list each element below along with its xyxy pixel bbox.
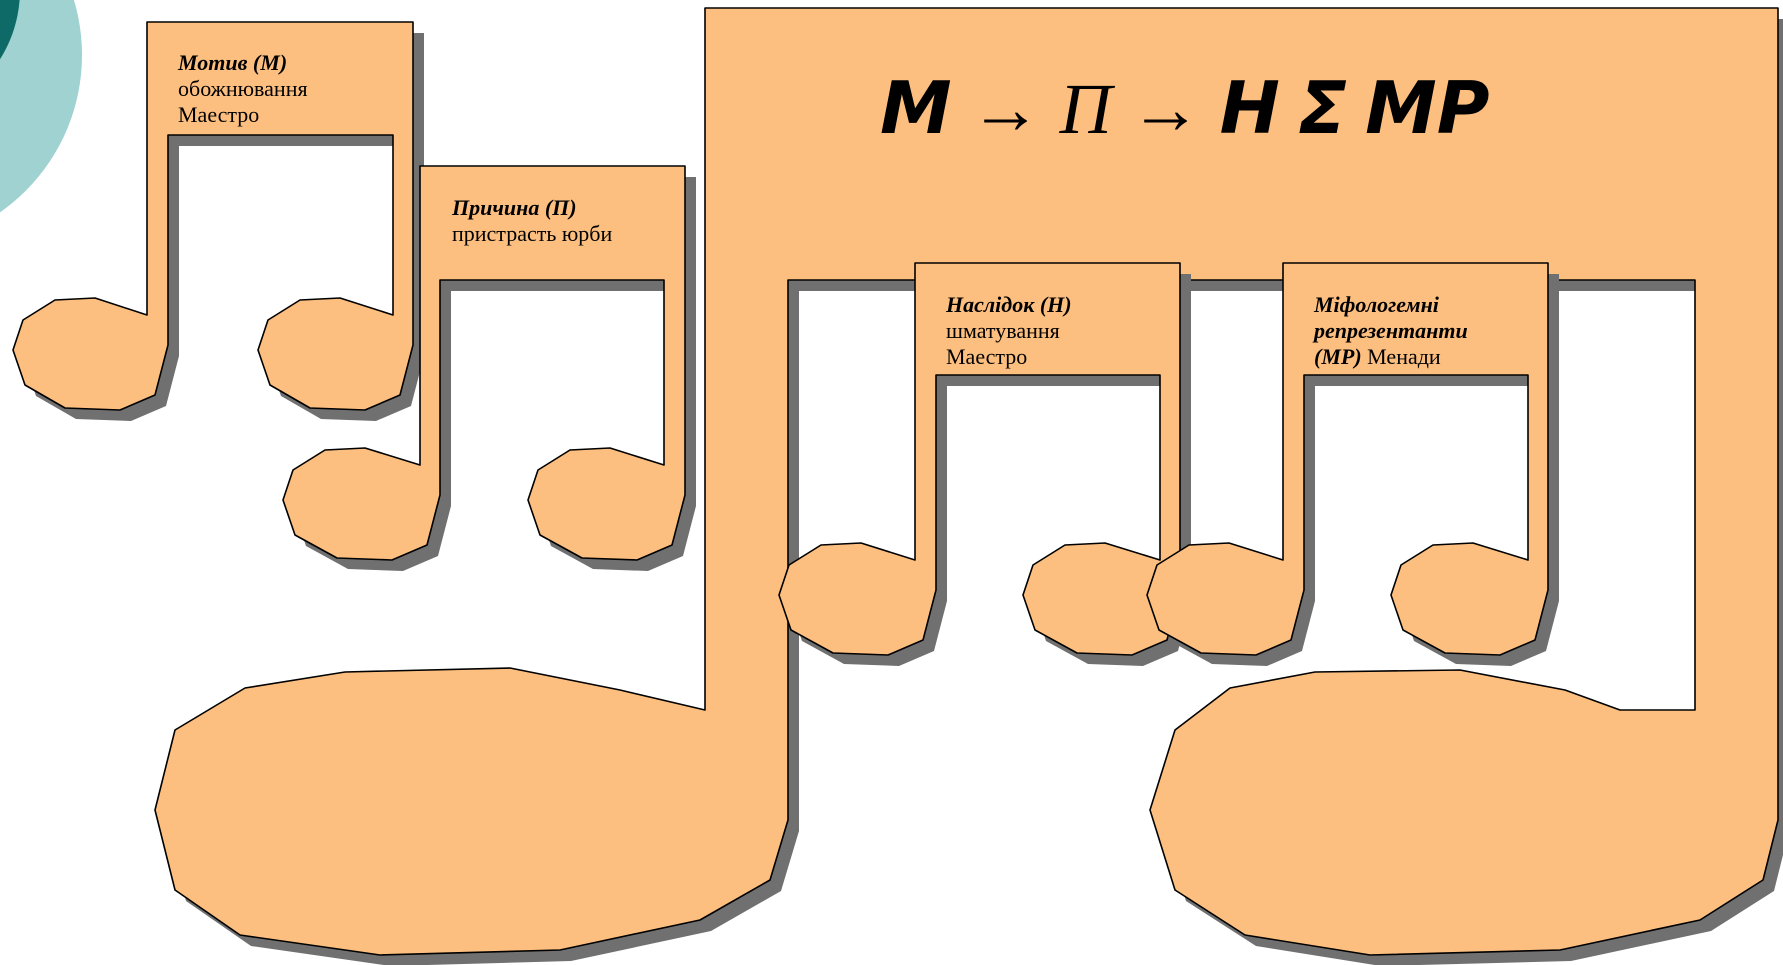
note-motive [12, 21, 424, 421]
label-cause: Причина (П) пристрасть юрби [452, 195, 672, 247]
formula: M → П → H Σ MP [880, 58, 1600, 158]
label-motive-name: Мотив (М) [178, 50, 288, 75]
formula-mp: MP [1365, 66, 1490, 150]
label-mythologem-name: Міфологемні репрезентанти (МР) [1314, 292, 1468, 369]
label-consequence: Наслідок (Н) шматування Маестро [946, 292, 1146, 370]
formula-h: H [1219, 66, 1280, 150]
corner-arc-inner [0, 0, 20, 60]
note-consequence [778, 262, 1191, 666]
note-mythologem [1146, 262, 1559, 666]
label-cause-name: Причина (П) [452, 195, 577, 220]
note-cause [282, 165, 696, 571]
formula-sigma: Σ [1297, 66, 1348, 150]
formula-p: П [1059, 69, 1112, 149]
label-motive: Мотив (М) обожнювання Маестро [178, 50, 388, 128]
label-cause-desc: пристрасть юрби [452, 221, 613, 246]
label-mythologem: Міфологемні репрезентанти (МР) Менади [1314, 292, 1514, 370]
big-note [154, 7, 1783, 965]
formula-arrow-2: → [1129, 69, 1202, 149]
label-consequence-name: Наслідок (Н) [946, 292, 1072, 317]
formula-arrow-1: → [969, 69, 1042, 149]
label-mythologem-desc: Менади [1367, 344, 1441, 369]
label-consequence-desc: шматування Маестро [946, 318, 1060, 369]
corner-decoration [0, 0, 82, 213]
formula-m: M [880, 66, 952, 150]
corner-arc-outer [0, 0, 82, 213]
label-motive-desc: обожнювання Маестро [178, 76, 308, 127]
